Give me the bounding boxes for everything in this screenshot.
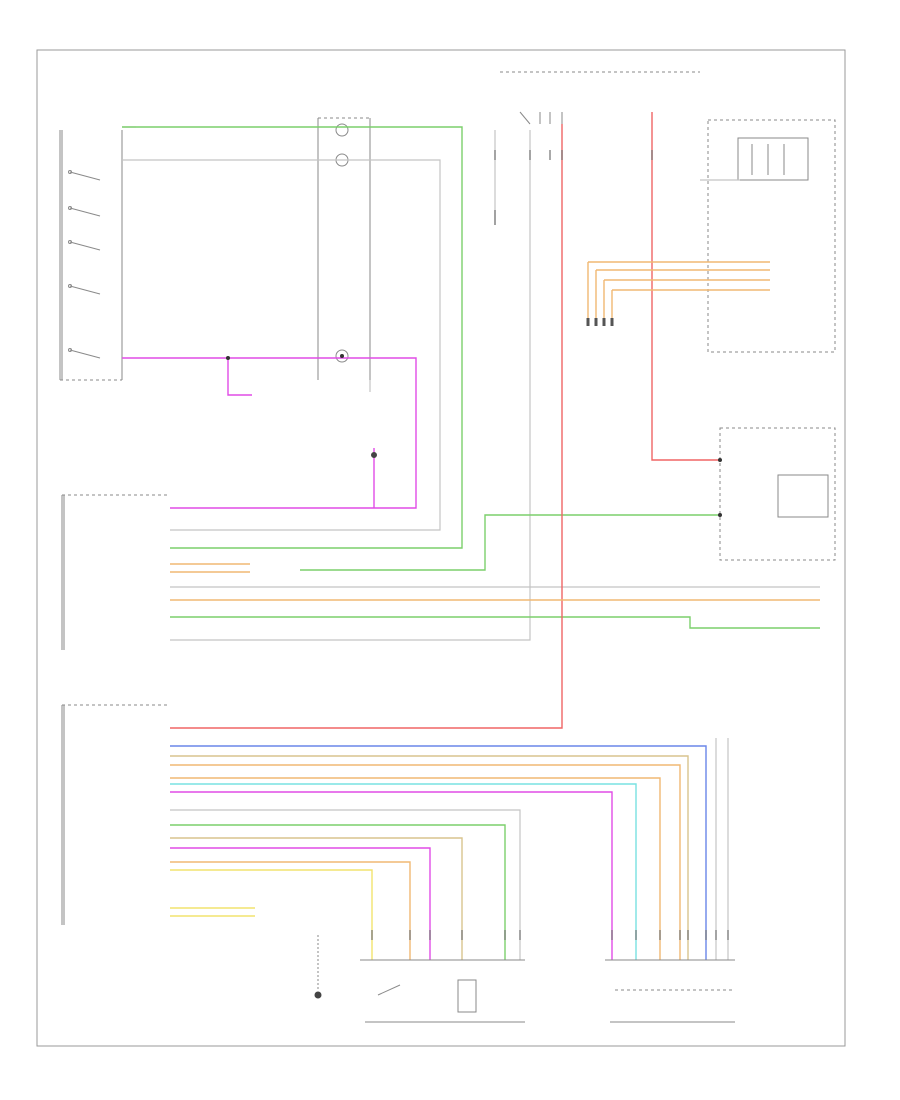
yellow-wires bbox=[170, 869, 373, 960]
gray-right-drops bbox=[715, 738, 729, 960]
orange-wires bbox=[170, 261, 820, 960]
blue-wires bbox=[170, 745, 707, 960]
right-mid-module bbox=[719, 427, 836, 561]
lower-right-sensor bbox=[605, 959, 735, 1023]
connector-pins bbox=[371, 150, 729, 940]
upper-center-component bbox=[317, 117, 371, 380]
diagram-frame bbox=[36, 49, 846, 1047]
splice-points bbox=[226, 354, 722, 517]
left-switch-block bbox=[59, 130, 123, 381]
cyan-wires bbox=[170, 783, 637, 960]
red-wires bbox=[170, 112, 720, 729]
lower-left-sensor bbox=[360, 959, 525, 1023]
ground-symbols bbox=[314, 210, 496, 999]
green-wires bbox=[122, 126, 820, 960]
body-control-module-block bbox=[61, 494, 170, 650]
gray-wires bbox=[122, 126, 820, 960]
fuse-relay-block bbox=[500, 71, 700, 125]
tan-wires bbox=[170, 755, 689, 960]
engine-control-module-block bbox=[61, 704, 170, 925]
right-upper-module bbox=[707, 119, 836, 353]
